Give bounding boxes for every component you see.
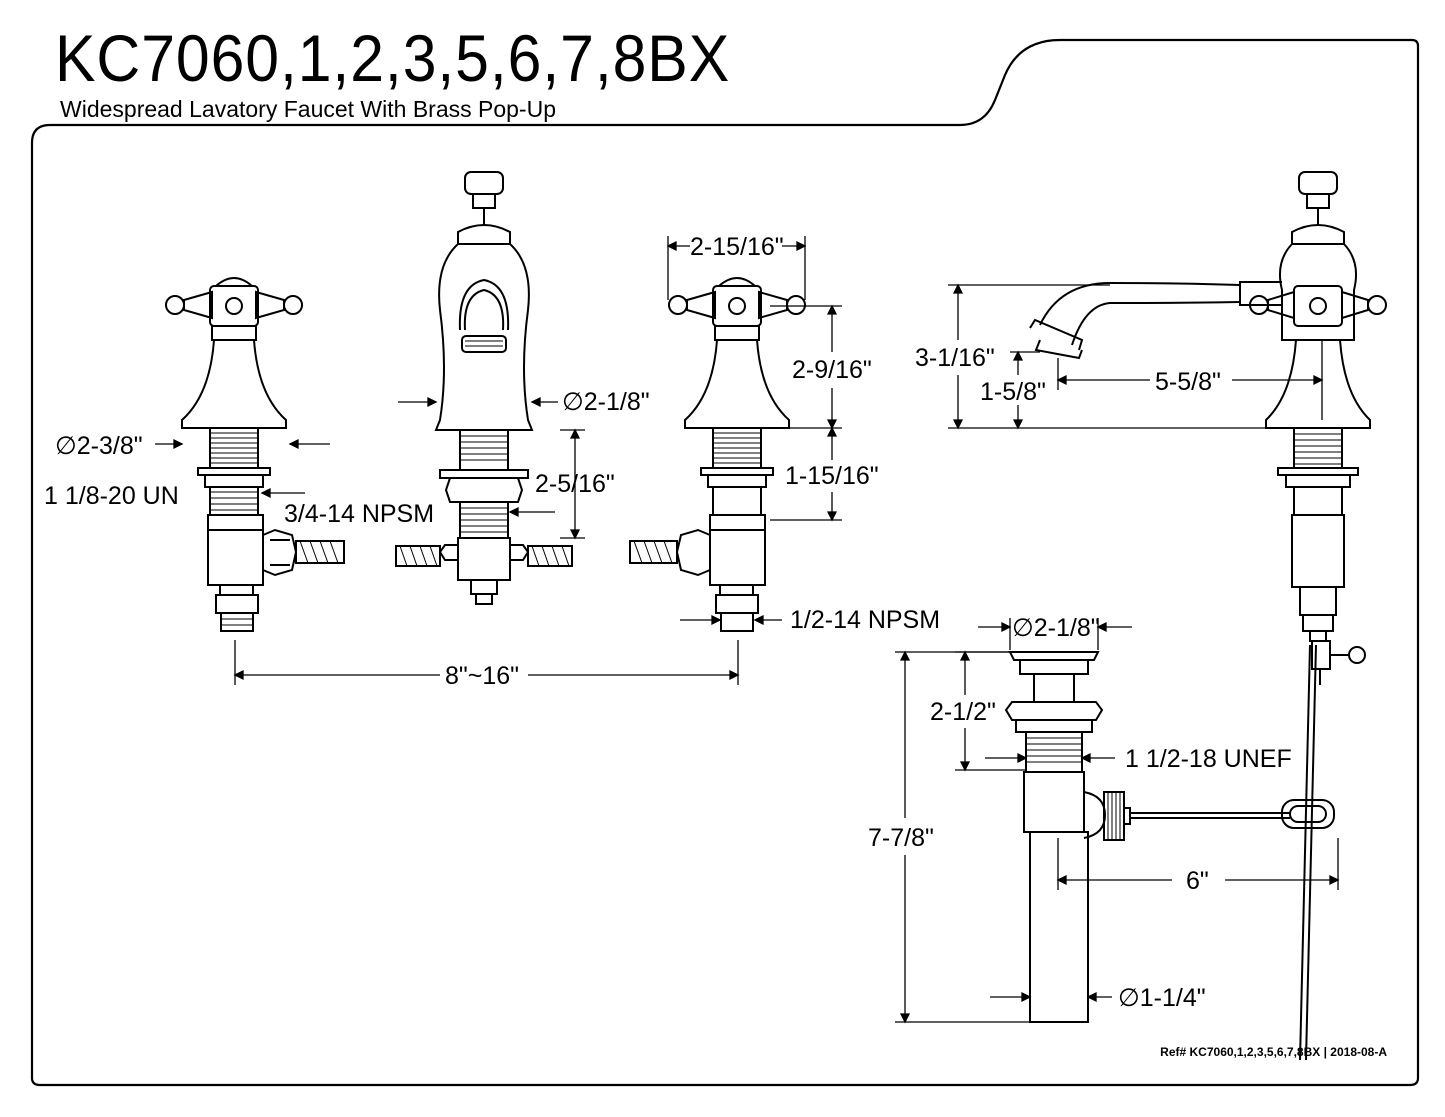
dim-handle-height: 2-9/16" (792, 356, 872, 384)
reference-number: Ref# KC7060,1,2,3,5,6,7,8BX | 2018-08-A (1160, 1045, 1387, 1059)
dim-handle-diameter: ∅2-3/8" (55, 432, 143, 460)
left-handle-valve (165, 277, 345, 632)
dim-npsm-1-2: 1/2-14 NPSM (790, 606, 941, 634)
dim-npsm-3-4: 3/4-14 NPSM (284, 500, 435, 528)
dim-spout-shank: 2-5/16" (535, 470, 615, 498)
dim-spout-diameter: ∅2-1/8" (562, 388, 650, 416)
dimension-lines (155, 236, 1340, 1024)
right-handle-valve (629, 277, 806, 632)
page-title: KC7060,1,2,3,5,6,7,8BX (55, 21, 731, 95)
dim-thread-un: 1 1/8-20 UN (44, 482, 179, 510)
dim-drain-thread: 1 1/2-18 UNEF (1125, 745, 1292, 773)
dim-handle-width: 2-15/16" (690, 233, 784, 261)
dim-spout-reach: 5-5/8" (1155, 368, 1221, 396)
dim-tailpiece-diameter: ∅1-1/4" (1118, 984, 1206, 1012)
center-spout (395, 171, 573, 605)
dim-rod-length: 6" (1186, 867, 1209, 895)
dim-shank-length: 1-15/16" (785, 462, 879, 490)
diagram-border (30, 38, 1420, 1087)
page-subtitle: Widespread Lavatory Faucet With Brass Po… (60, 96, 556, 122)
dim-drain-length: 7-7/8" (868, 824, 934, 852)
dim-drain-flange-diameter: ∅2-1/8" (1012, 614, 1100, 642)
dim-spout-clearance: 1-5/8" (980, 378, 1046, 406)
dim-drain-flange-height: 2-1/2" (930, 698, 996, 726)
dim-spread: 8"~16" (445, 662, 520, 690)
popup-drain (1004, 651, 1290, 1023)
dim-spout-height: 3-1/16" (915, 344, 995, 372)
